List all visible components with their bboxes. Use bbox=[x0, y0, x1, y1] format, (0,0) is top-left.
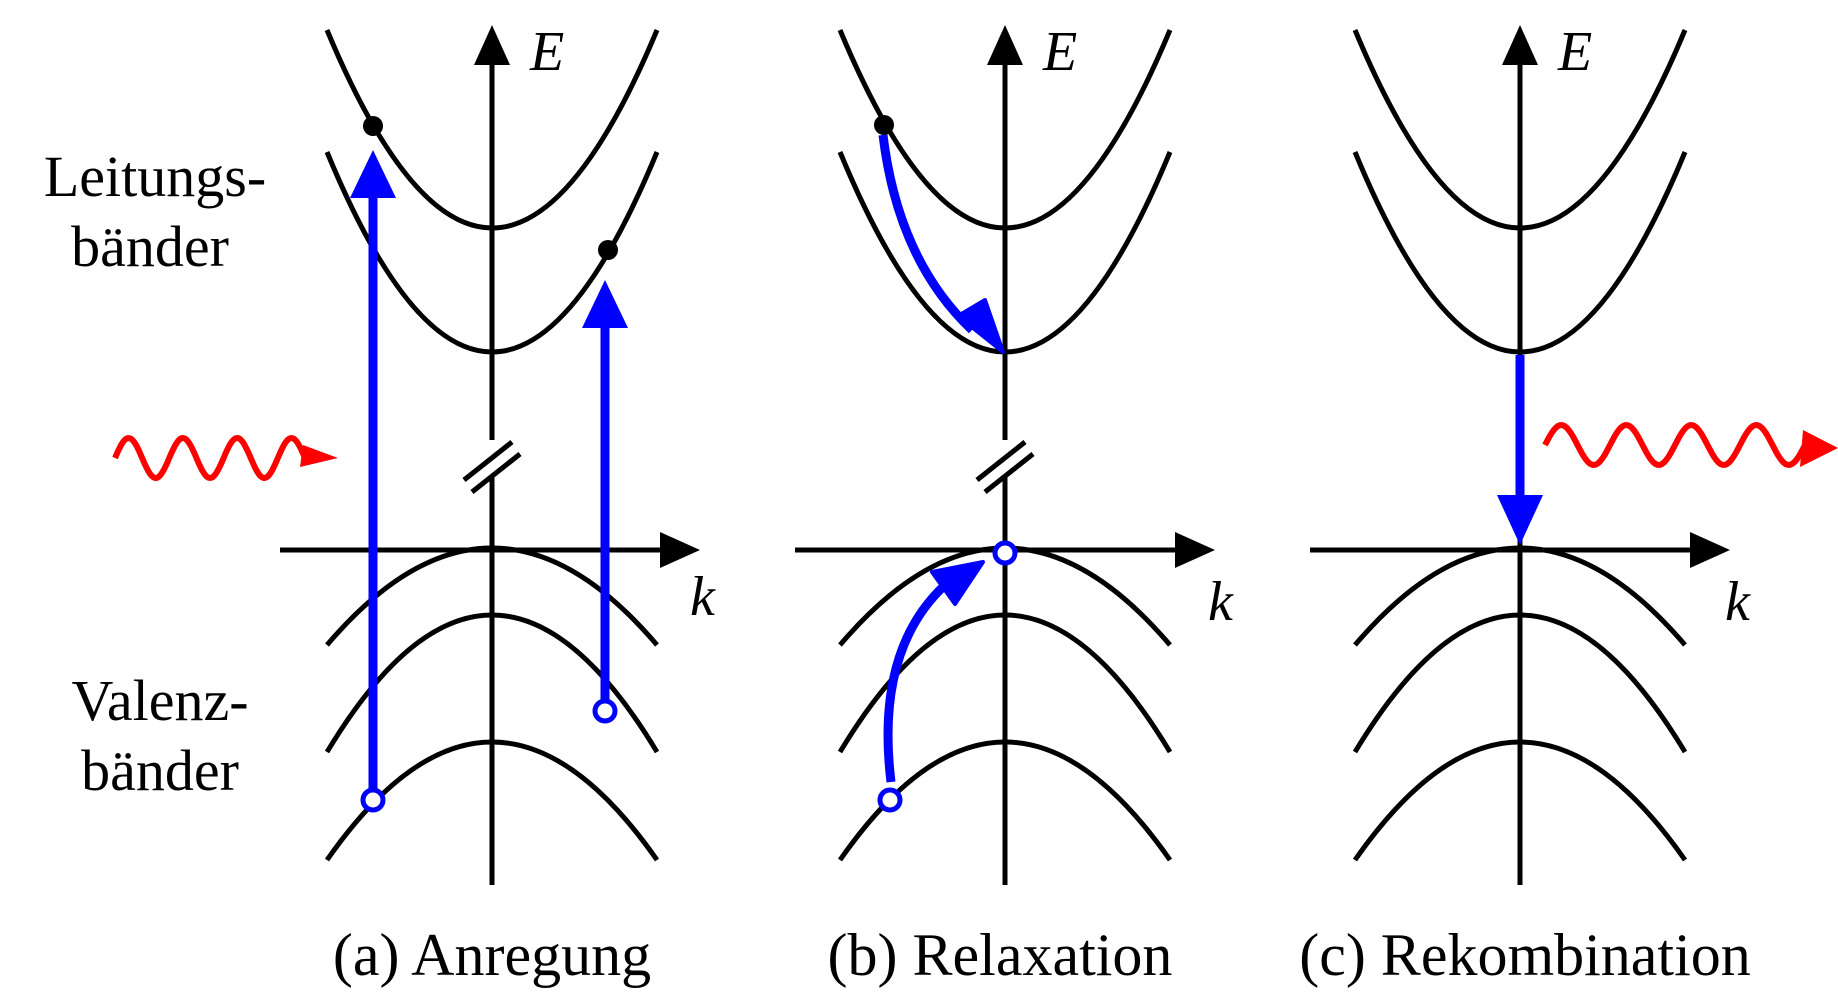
momentum-axis-label: k bbox=[1208, 571, 1234, 633]
k-axis-arrowhead-icon bbox=[1175, 532, 1215, 568]
caption-c: (c) Rekombination bbox=[1299, 922, 1751, 988]
electron-dot bbox=[874, 115, 894, 135]
momentum-axis-label: k bbox=[690, 566, 716, 628]
hole-relaxation-arrow bbox=[883, 581, 949, 783]
axis-break-icon bbox=[975, 440, 1035, 494]
conduction-band-label-line2: bänder bbox=[71, 214, 229, 279]
recombination-arrowhead-icon bbox=[1497, 495, 1543, 545]
caption-a: (a) Anregung bbox=[333, 922, 651, 988]
hole-2 bbox=[592, 698, 618, 724]
energy-axis-label: E bbox=[1042, 21, 1077, 83]
hole-end bbox=[992, 540, 1018, 566]
conduction-band-label-line1: Leitungs- bbox=[44, 144, 266, 209]
k-axis-arrowhead-icon bbox=[1690, 532, 1730, 568]
k-axis-arrowhead-icon bbox=[660, 532, 700, 568]
valence-band-label-line1: Valenz- bbox=[71, 668, 248, 733]
panel-relaxation: E k (b) Relaxation bbox=[795, 21, 1234, 988]
hole-relaxation-arrowhead-icon bbox=[930, 560, 985, 606]
e-axis-arrowhead-icon bbox=[1502, 25, 1538, 65]
e-axis-arrowhead-icon bbox=[474, 25, 510, 65]
electron-relaxation-arrow bbox=[878, 134, 976, 334]
caption-b: (b) Relaxation bbox=[828, 922, 1173, 988]
hole-start bbox=[877, 787, 903, 813]
photon-in-icon bbox=[112, 434, 338, 482]
excitation-arrowhead-1-icon bbox=[350, 150, 396, 198]
photon-out-icon bbox=[1542, 422, 1838, 468]
panel-anregung: E k (a) Anregung bbox=[280, 21, 716, 988]
hole-1 bbox=[360, 787, 386, 813]
energy-axis-label: E bbox=[1557, 21, 1592, 83]
excitation-arrowhead-2-icon bbox=[582, 280, 628, 328]
electron-dot-2 bbox=[598, 240, 618, 260]
momentum-axis-label: k bbox=[1725, 571, 1751, 633]
axis-break-icon bbox=[462, 440, 522, 494]
electron-dot-1 bbox=[363, 116, 383, 136]
valence-band-label-line2: bänder bbox=[81, 738, 239, 803]
panel-rekombination: E k (c) Rekombination bbox=[1299, 21, 1751, 988]
e-axis-arrowhead-icon bbox=[987, 25, 1023, 65]
energy-axis-label: E bbox=[529, 21, 564, 83]
electron-relaxation-arrowhead-icon bbox=[956, 298, 1005, 354]
